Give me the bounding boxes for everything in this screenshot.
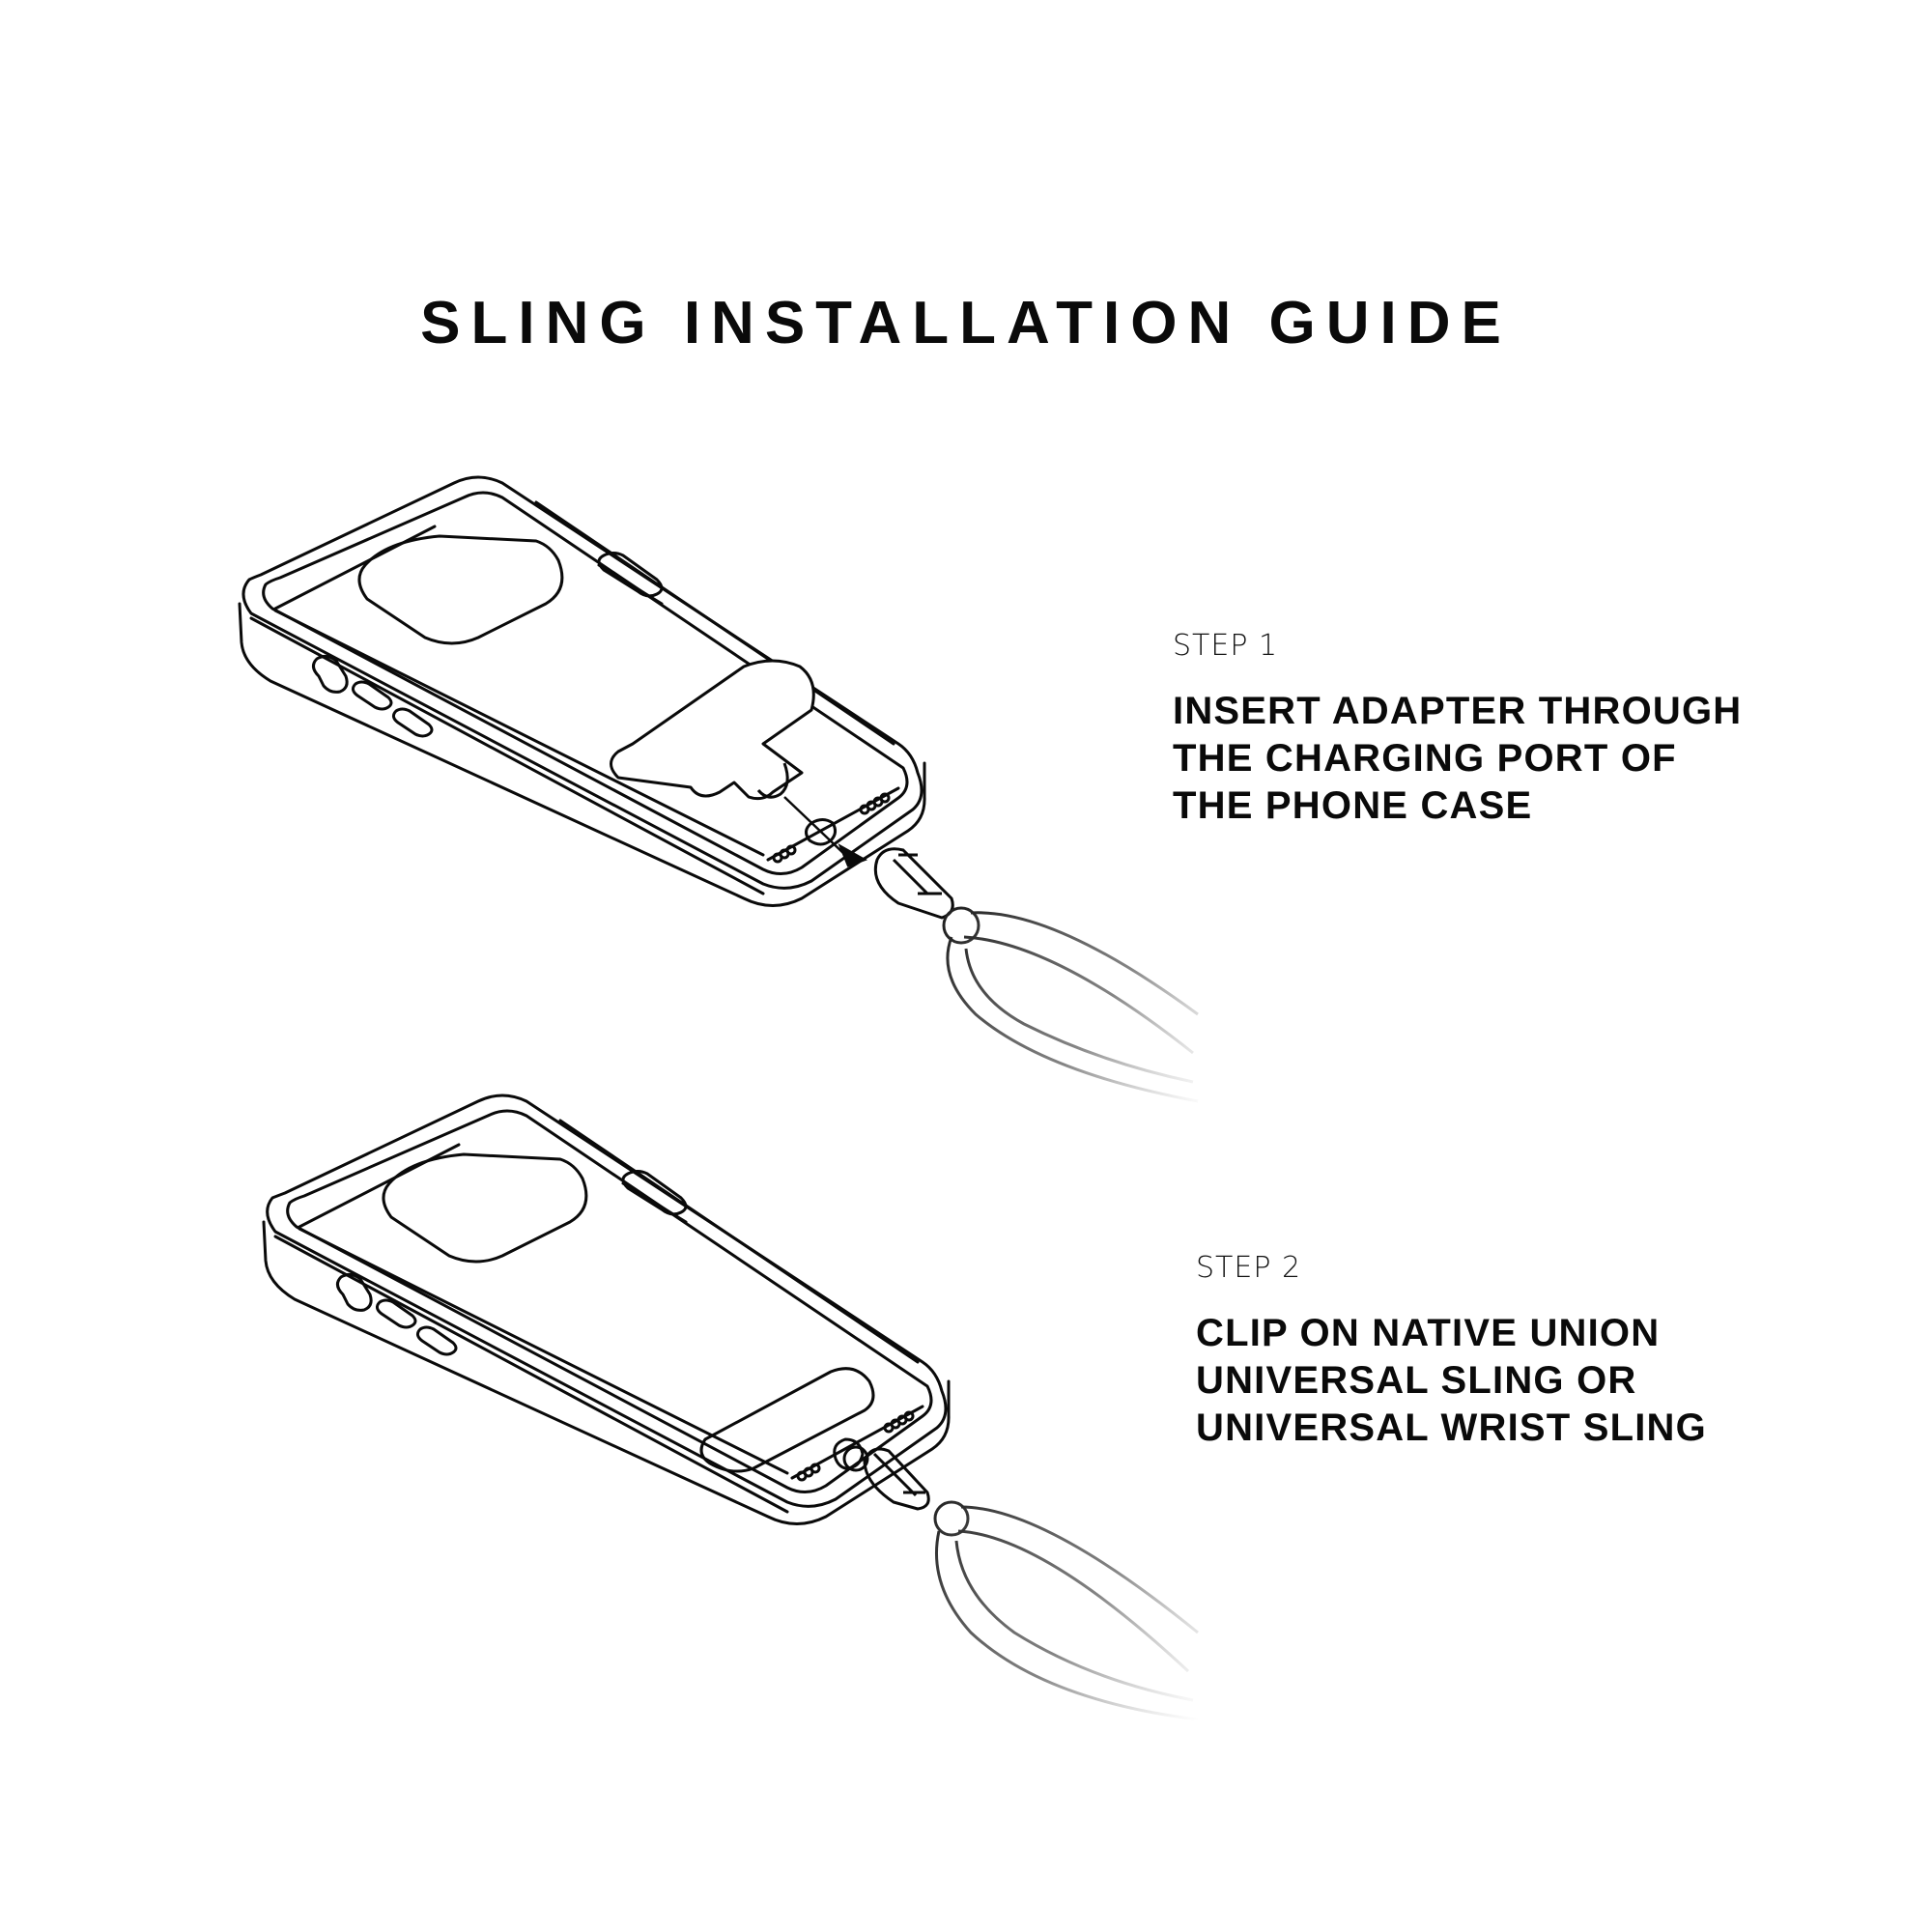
step-2-instruction: CLIP ON NATIVE UNION UNIVERSAL SLING OR … (1196, 1310, 1707, 1452)
step-1-instruction: INSERT ADAPTER THROUGH THE CHARGING PORT… (1173, 688, 1742, 830)
step-1-line: THE PHONE CASE (1173, 784, 1533, 827)
step-1-line: INSERT ADAPTER THROUGH (1173, 690, 1743, 732)
step-2: STEP 2 CLIP ON NATIVE UNION UNIVERSAL SL… (1196, 1252, 1707, 1452)
step-2-line: UNIVERSAL SLING OR (1196, 1359, 1637, 1402)
phone-case-icon (238, 475, 926, 907)
step-1-label: STEP 1 (1173, 629, 1279, 663)
arrow-icon (783, 796, 868, 867)
phone-case-icon (262, 1094, 951, 1525)
step-1: STEP 1 INSERT ADAPTER THROUGH THE CHARGI… (1173, 630, 1742, 830)
step-2-line: CLIP ON NATIVE UNION (1196, 1312, 1661, 1354)
sling-strap-icon (942, 906, 1199, 1103)
step-2-line: UNIVERSAL WRIST SLING (1196, 1406, 1707, 1449)
adapter-plate-icon (610, 659, 815, 801)
step-1-line: THE CHARGING PORT OF (1173, 737, 1677, 780)
page-title: SLING INSTALLATION GUIDE (420, 289, 1512, 356)
sling-clip-icon (873, 847, 954, 920)
sling-clip-icon (842, 1445, 930, 1511)
sling-strap-icon (933, 1500, 1199, 1721)
step-2-label: STEP 2 (1196, 1251, 1302, 1285)
